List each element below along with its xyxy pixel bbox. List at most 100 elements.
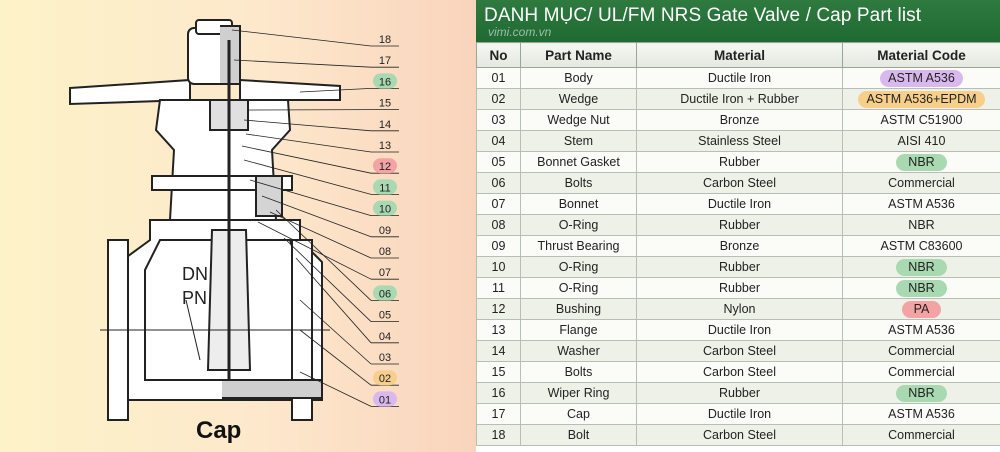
cell-part-name: O-Ring (520, 256, 637, 278)
cell-material-code: AISI 410 (842, 130, 1000, 152)
pn-label: PN (182, 288, 207, 308)
material-code-highlight: NBR (896, 384, 947, 402)
cell-no: 04 (476, 130, 521, 152)
part-list-panel: DANH MỤC/ UL/FM NRS Gate Valve / Cap Par… (476, 0, 1000, 452)
callout-leader-line (275, 209, 372, 301)
callout-leader-line (245, 133, 372, 153)
cell-material: Carbon Steel (636, 361, 843, 383)
cell-material-code: Commercial (842, 424, 1000, 446)
cell-material: Nylon (636, 298, 843, 320)
material-code-highlight: NBR (896, 279, 947, 297)
cell-part-name: O-Ring (520, 277, 637, 299)
cell-material-code: ASTM C83600 (842, 235, 1000, 257)
callout-leader-line (299, 299, 372, 365)
cell-material-code: NBR (842, 277, 1000, 299)
material-code-highlight: ASTM A536+EPDM (858, 90, 985, 108)
cell-material-code: Commercial (842, 361, 1000, 383)
cell-material: Ductile Iron + Rubber (636, 88, 843, 110)
cell-material-code: ASTM A536 (842, 67, 1000, 89)
callout-highlight (373, 179, 397, 195)
cell-part-name: Bonnet (520, 193, 637, 215)
cell-no: 17 (476, 403, 521, 425)
callout-leader-line (243, 159, 372, 195)
cell-material: Carbon Steel (636, 172, 843, 194)
cell-part-name: Bonnet Gasket (520, 151, 637, 173)
cell-material: Bronze (636, 109, 843, 131)
cell-material: Rubber (636, 277, 843, 299)
cell-material: Carbon Steel (636, 340, 843, 362)
callout-highlight (373, 158, 397, 174)
cell-material: Ductile Iron (636, 319, 843, 341)
callout-leader-line (295, 257, 372, 344)
callout-label: 06 (379, 288, 391, 300)
cell-material: Rubber (636, 151, 843, 173)
cell-material-code: ASTM A536 (842, 193, 1000, 215)
cell-part-name: Bolts (520, 172, 637, 194)
cell-part-name: Wedge Nut (520, 109, 637, 131)
callout-label: 16 (379, 76, 391, 88)
cell-part-name: Wedge (520, 88, 637, 110)
callout-label: 13 (379, 140, 391, 152)
cell-material-code: NBR (842, 214, 1000, 236)
callout-label: 15 (379, 98, 391, 110)
cell-material-code: Commercial (842, 172, 1000, 194)
callout-label: 08 (379, 246, 391, 258)
cell-material-code: ASTM A536+EPDM (842, 88, 1000, 110)
callout-leader-line (283, 237, 372, 322)
dn-label: DN (182, 264, 208, 284)
cell-material: Rubber (636, 256, 843, 278)
callout-highlight (373, 285, 397, 301)
cell-part-name: Washer (520, 340, 637, 362)
callout-leader-line (241, 145, 372, 174)
callout-label: 18 (379, 34, 391, 46)
table-header-row: No Part Name Material Material Code (476, 42, 1000, 68)
header-part-name: Part Name (520, 42, 637, 68)
cell-part-name: Bolt (520, 424, 637, 446)
cell-material-code: ASTM A536 (842, 319, 1000, 341)
callout-highlight (373, 200, 397, 216)
page-title: DANH MỤC/ UL/FM NRS Gate Valve / Cap Par… (484, 5, 922, 26)
cell-part-name: Flange (520, 319, 637, 341)
title-bar: DANH MỤC/ UL/FM NRS Gate Valve / Cap Par… (476, 0, 1000, 42)
callout-label: 17 (379, 55, 391, 67)
callout-label: 11 (379, 182, 390, 194)
cell-material: Ductile Iron (636, 67, 843, 89)
callout-leader-line (299, 329, 372, 386)
cell-material: Stainless Steel (636, 130, 843, 152)
cell-no: 08 (476, 214, 521, 236)
callout-label: 03 (379, 352, 391, 364)
cell-material: Carbon Steel (636, 424, 843, 446)
cell-part-name: O-Ring (520, 214, 637, 236)
callout-label: 14 (379, 119, 391, 131)
header-material: Material (636, 42, 843, 68)
cell-part-name: Wiper Ring (520, 382, 637, 404)
callout-label: 01 (379, 394, 391, 406)
cell-part-name: Bolts (520, 361, 637, 383)
callout-label: 02 (379, 373, 391, 385)
cell-material-code: NBR (842, 382, 1000, 404)
cell-no: 02 (476, 88, 521, 110)
cell-material-code: ASTM C51900 (842, 109, 1000, 131)
cell-material-code: ASTM A536 (842, 403, 1000, 425)
cell-material-code: NBR (842, 256, 1000, 278)
diagram-caption: Cap (196, 417, 241, 444)
callout-leader-line (299, 371, 372, 407)
cell-no: 06 (476, 172, 521, 194)
cell-material: Rubber (636, 382, 843, 404)
